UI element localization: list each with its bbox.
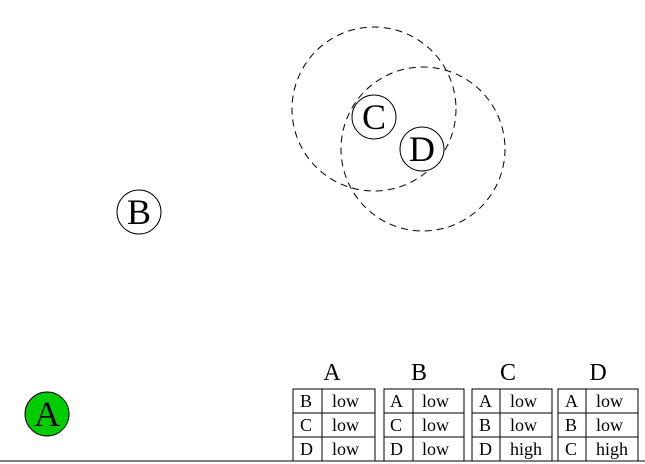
table-c-level: low — [510, 415, 537, 435]
table-c-frame — [471, 388, 553, 462]
table-a-level: low — [332, 439, 359, 459]
table-c-peer: B — [479, 415, 491, 435]
table-d-peer: A — [565, 391, 578, 411]
node-a-circle — [24, 391, 70, 437]
node-b-label: B — [127, 192, 151, 232]
table-d-title: D — [589, 360, 606, 386]
node-a-label: A — [34, 394, 60, 434]
table-b-peer: D — [390, 439, 403, 459]
range-circle-d — [340, 66, 506, 232]
table-d-level: low — [596, 415, 623, 435]
node-d-label: D — [409, 129, 435, 169]
table-b-level: low — [422, 391, 449, 411]
node-a[interactable]: A — [24, 391, 70, 437]
table-d-level: high — [596, 439, 628, 459]
table-a-title: A — [323, 360, 341, 386]
table-d-peer: C — [565, 439, 577, 459]
table-a-peer: B — [300, 391, 312, 411]
table-d: D A low B low C high — [557, 360, 639, 462]
table-c-peer: D — [479, 439, 492, 459]
table-c: C A low B low D high — [471, 360, 553, 462]
table-a-frame — [292, 388, 376, 462]
table-b-level: low — [422, 439, 449, 459]
node-c-label: C — [362, 97, 386, 137]
table-c-title: C — [500, 360, 516, 386]
table-b-peer: A — [390, 391, 403, 411]
table-a-peer: D — [300, 439, 313, 459]
table-d-level: low — [596, 391, 623, 411]
node-b[interactable]: B — [116, 189, 162, 235]
table-d-peer: B — [565, 415, 577, 435]
table-b-peer: C — [390, 415, 402, 435]
table-a-level: low — [332, 391, 359, 411]
table-c-peer: A — [479, 391, 492, 411]
table-b-frame — [383, 388, 465, 462]
table-b-title: B — [411, 360, 427, 386]
table-a: A B low C low D low — [292, 360, 376, 462]
node-b-circle — [116, 189, 162, 235]
table-b-level: low — [422, 415, 449, 435]
table-b: B A low C low D low — [383, 360, 465, 462]
node-d-circle — [399, 126, 445, 172]
table-c-level: low — [510, 391, 537, 411]
node-d[interactable]: D — [399, 126, 445, 172]
table-d-frame — [557, 388, 639, 462]
node-c-circle — [351, 94, 397, 140]
table-c-level: high — [510, 439, 542, 459]
table-a-peer: C — [300, 415, 312, 435]
table-a-level: low — [332, 415, 359, 435]
range-circle-c — [291, 26, 457, 192]
node-c[interactable]: C — [351, 94, 397, 140]
